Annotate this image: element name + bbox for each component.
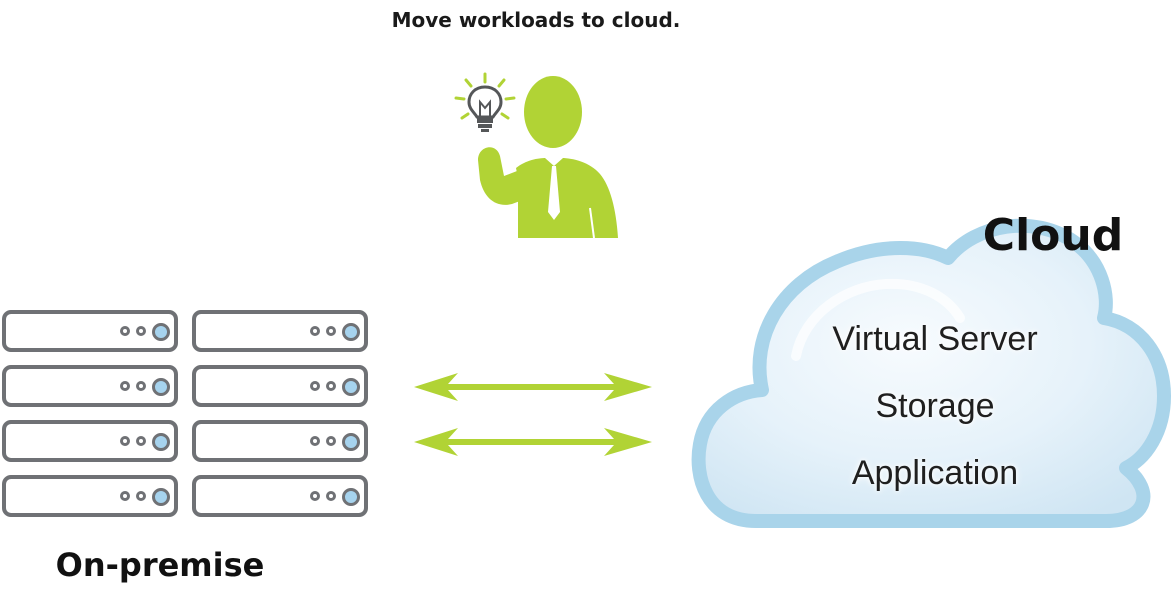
cloud-icon [691, 218, 1171, 528]
bidirectional-arrow-icon [414, 373, 652, 401]
sync-arrows [414, 373, 652, 456]
server-icon [192, 475, 368, 517]
cloud-item-virtual-server: Virtual Server [832, 320, 1038, 358]
server-icon [192, 420, 368, 462]
bidirectional-arrow-icon [414, 428, 652, 456]
cloud-title: Cloud [982, 210, 1124, 261]
server-icon [192, 365, 368, 407]
server-icon [2, 365, 178, 407]
lightbulb-icon [454, 72, 516, 132]
server-icon [2, 310, 178, 352]
server-icon [192, 310, 368, 352]
on-premise-label: On-premise [55, 546, 265, 584]
person-icon [478, 76, 618, 239]
on-premise-server-rack [0, 308, 380, 528]
cloud-item-storage: Storage [875, 387, 995, 425]
caption: Move workloads to cloud. [391, 8, 681, 32]
cloud-item-application: Application [851, 454, 1019, 492]
server-icon [2, 475, 178, 517]
server-icon [2, 420, 178, 462]
person-with-idea-illustration [454, 72, 618, 239]
